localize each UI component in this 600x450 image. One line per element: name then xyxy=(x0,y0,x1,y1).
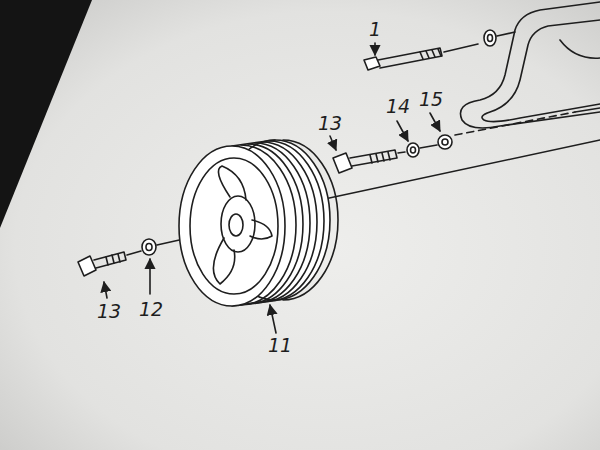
washer-hole xyxy=(442,139,448,145)
hidden-line xyxy=(455,112,575,135)
bracket-edge xyxy=(575,108,600,112)
center-line xyxy=(497,32,515,36)
washer xyxy=(484,30,496,46)
callout-number: 13 xyxy=(318,114,342,133)
dark-background xyxy=(0,0,92,228)
callout-number: 1 xyxy=(369,20,381,39)
callout-number: 13 xyxy=(97,302,121,321)
bracket-inner xyxy=(482,20,600,122)
callout-number: 14 xyxy=(386,97,410,116)
washer xyxy=(438,135,452,149)
pulley xyxy=(179,140,338,306)
center-line xyxy=(127,251,141,255)
center-line xyxy=(420,145,437,148)
washer-hole xyxy=(488,35,493,42)
bolt xyxy=(333,150,397,173)
callout-number: 15 xyxy=(419,90,443,109)
bracket-edge xyxy=(560,40,600,58)
center-line xyxy=(398,152,405,153)
washer-hole xyxy=(411,147,416,153)
bolt xyxy=(78,252,126,276)
leader-arrow xyxy=(104,43,440,333)
callout-number: 11 xyxy=(268,336,292,355)
washer-hole xyxy=(146,244,152,251)
center-line xyxy=(444,44,478,52)
washer xyxy=(142,239,156,255)
lock-washer xyxy=(407,143,419,157)
bracket xyxy=(460,2,600,128)
center-line xyxy=(320,140,600,200)
callout-number: 12 xyxy=(139,300,163,319)
